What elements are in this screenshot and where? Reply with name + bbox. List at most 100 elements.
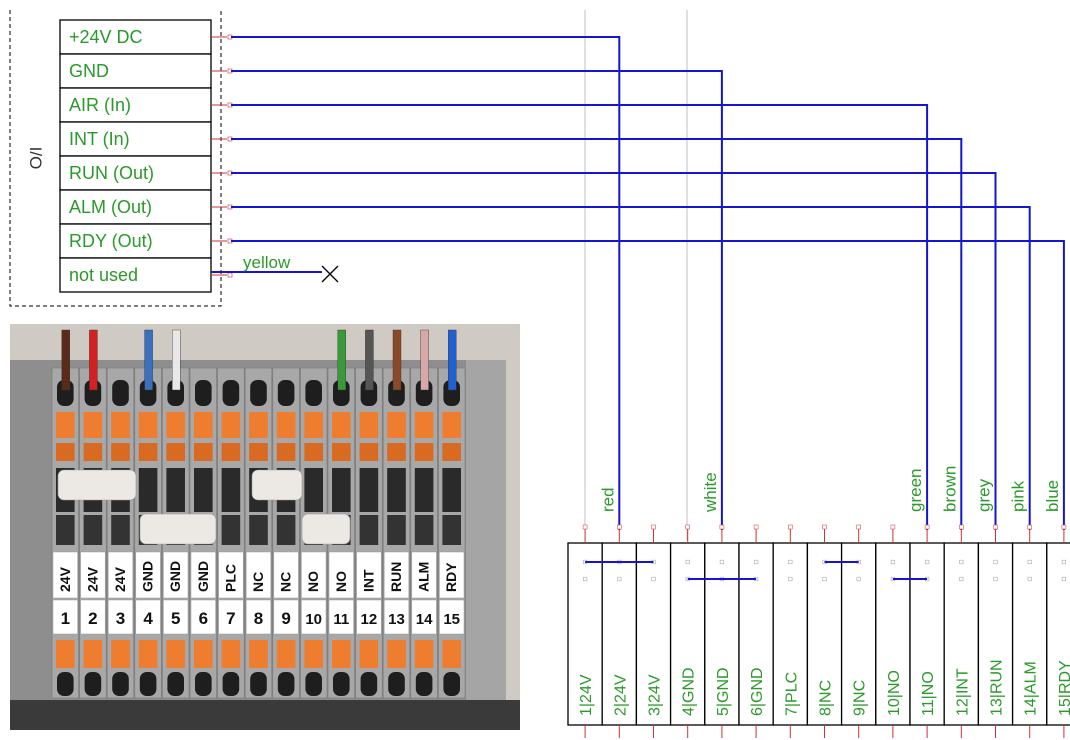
photo-push-lever-bottom xyxy=(414,640,434,668)
photo-wire-entry-bottom xyxy=(57,672,74,696)
terminal-contact-point xyxy=(959,576,964,582)
wire-path xyxy=(231,206,1031,530)
photo-jumper-bar xyxy=(301,513,351,545)
terminal: 5|GND xyxy=(704,524,740,738)
terminal-contact-point xyxy=(890,559,895,565)
terminal: 13|RUN xyxy=(977,524,1014,738)
open-end-x-mark xyxy=(321,265,339,283)
photo-push-lever-lower xyxy=(442,443,461,461)
photo-wire-entry-bottom xyxy=(250,672,267,696)
photo-test-slot xyxy=(276,515,296,545)
photo-push-lever-bottom xyxy=(221,640,241,668)
io-side-label: I/O xyxy=(26,147,45,170)
photo-push-lever-lower xyxy=(221,443,241,461)
terminal-label: 2|24V xyxy=(612,674,629,716)
io-signal-label: AIR (In) xyxy=(69,95,131,115)
terminal-contact-point xyxy=(582,576,588,582)
photo-marker-top xyxy=(356,551,382,599)
terminal-body xyxy=(738,542,774,726)
terminal-label: 6|GND xyxy=(749,667,766,716)
terminal: 12|INT xyxy=(943,524,980,738)
photo-push-lever xyxy=(194,412,213,438)
photo-wire-entry-bottom xyxy=(277,672,295,696)
photo-push-lever-lower xyxy=(138,443,158,461)
photo-marker-number-text: 4 xyxy=(143,609,153,628)
io-signal-label: +24V DC xyxy=(69,27,143,47)
io-signal-row: INT (In) xyxy=(59,121,233,157)
photo-push-lever xyxy=(166,412,185,438)
io-signal-label: GND xyxy=(69,61,109,81)
photo-test-slot xyxy=(387,515,406,545)
photo-marker-number xyxy=(411,599,437,635)
terminal-contact-point xyxy=(1027,576,1032,582)
terminal-top-pin-end xyxy=(651,524,656,530)
photo-wire-entry xyxy=(305,380,322,406)
photo-push-lever xyxy=(387,412,406,438)
photo-marker-number-text: 15 xyxy=(443,611,460,628)
photo-jumper-bar xyxy=(251,469,303,501)
photo-push-lever-bottom xyxy=(332,640,351,668)
io-pin-end xyxy=(227,272,233,278)
photo-push-lever-lower xyxy=(304,443,323,461)
photo-wire-entry-bottom xyxy=(84,672,102,696)
io-signal-box xyxy=(59,87,212,123)
wire-path xyxy=(231,240,1065,530)
photo-test-slot xyxy=(221,515,241,545)
wire-color-label: grey xyxy=(975,478,994,512)
photo-test-slot xyxy=(249,515,268,545)
photo-marker-top xyxy=(328,551,354,599)
photo-wire xyxy=(365,329,374,391)
photo-marker-number xyxy=(245,599,272,635)
photo-marker-number xyxy=(328,599,354,635)
photo-push-lever xyxy=(111,412,130,438)
terminal-contact-point xyxy=(959,559,964,565)
terminal-top-pin-end xyxy=(890,524,896,530)
photo-marker-number-text: 2 xyxy=(88,609,97,628)
photo-marker-label: NO xyxy=(333,571,349,592)
photo-wire xyxy=(61,329,70,391)
photo-marker-label: ALM xyxy=(416,562,432,592)
io-signal-label: INT (In) xyxy=(69,129,130,149)
photo-push-lever-bottom xyxy=(359,640,379,668)
terminal-top-pin-end xyxy=(822,524,827,530)
photo-wire-entry-bottom xyxy=(443,672,460,696)
photo-marker-number xyxy=(301,599,327,635)
terminal-contact-point xyxy=(719,559,724,565)
photo-marker-number xyxy=(356,599,382,635)
io-signal-row: RUN (Out) xyxy=(59,155,233,191)
photo-marker-number xyxy=(80,599,106,635)
terminal: 15|RDY xyxy=(1046,524,1070,738)
terminal-contact-point xyxy=(856,576,861,582)
io-signal-box xyxy=(59,223,212,259)
photo-wire-entry-bottom xyxy=(333,672,350,696)
photo-marker-label: NC xyxy=(250,572,266,592)
terminal-top-pin-end xyxy=(753,524,759,530)
photo-marker-label: NC xyxy=(278,572,294,592)
photo-wire-entry-bottom xyxy=(112,672,129,696)
photo-test-slot xyxy=(442,468,461,512)
photo-marker-number xyxy=(52,599,78,635)
photo-test-slot xyxy=(332,468,351,512)
wire-pink: pink xyxy=(231,206,1031,530)
io-signal-label: not used xyxy=(69,265,138,285)
photo-wire-entry xyxy=(222,380,240,406)
photo-wire-entry-bottom xyxy=(415,672,433,696)
photo-push-lever xyxy=(414,412,434,438)
photo-marker-top xyxy=(411,551,437,599)
photo-test-slot xyxy=(138,468,158,512)
photo-test-slot xyxy=(83,515,103,545)
photo-push-lever xyxy=(276,412,296,438)
wire-white: white xyxy=(231,70,723,530)
wire-red: red xyxy=(231,36,621,530)
wire-path xyxy=(231,70,723,530)
photo-bottom-shadow xyxy=(10,700,520,730)
terminal-label: 15|RDY xyxy=(1057,660,1070,716)
photo-wire xyxy=(171,329,181,391)
terminal: 11|NO xyxy=(909,524,945,738)
photo-push-lever xyxy=(83,412,103,438)
photo-push-lever-bottom xyxy=(194,640,213,668)
io-signal-label: RDY (Out) xyxy=(69,231,153,251)
